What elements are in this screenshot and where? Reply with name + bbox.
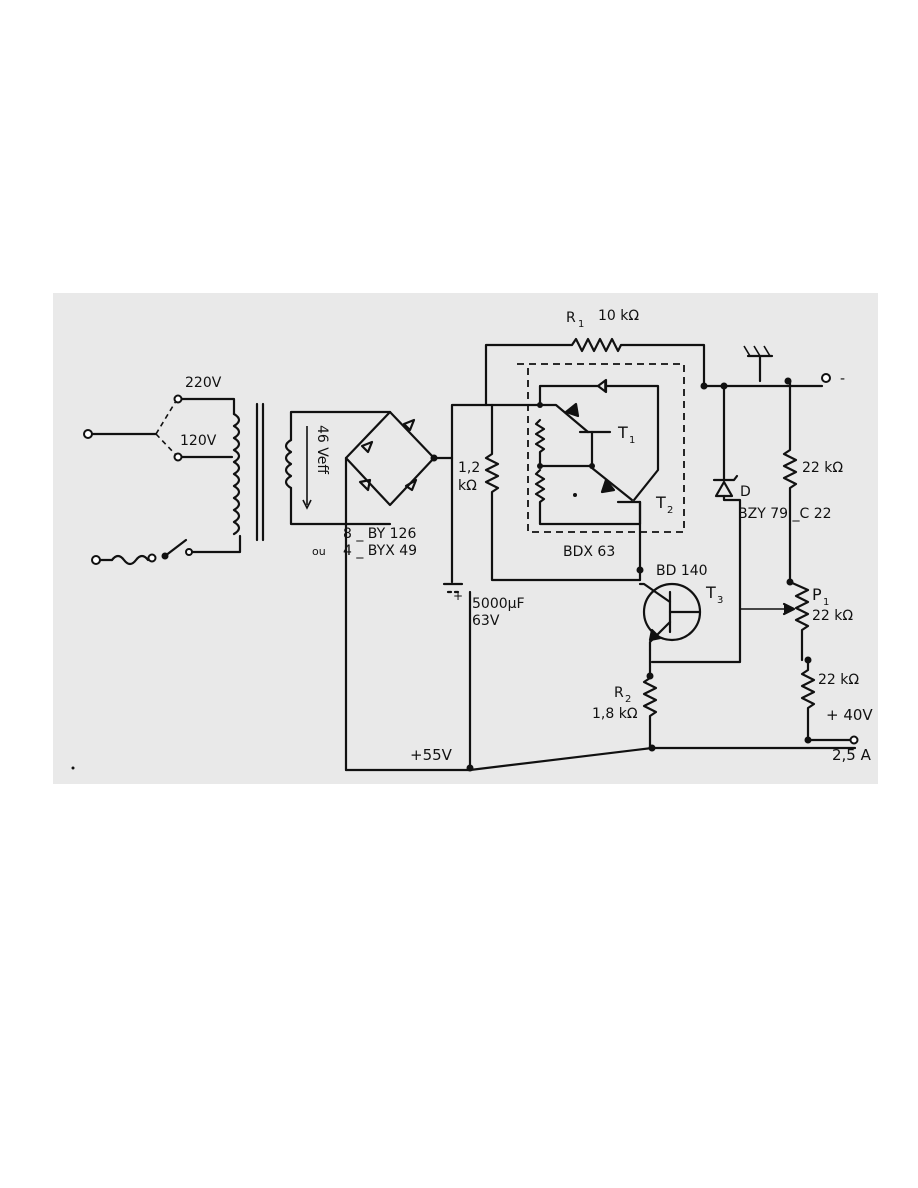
output-terminal-negative: [821, 373, 831, 383]
svg-text:+: +: [453, 589, 463, 603]
transformer-primary: [232, 412, 241, 536]
tap-120v: [173, 452, 183, 462]
label-r1-value: 10 kΩ: [598, 308, 639, 324]
label-22k-top: 22 kΩ: [802, 460, 843, 476]
label-2-5a: 2,5 A: [832, 746, 872, 764]
transistor-t1: [538, 403, 590, 434]
label-t3: T: [705, 583, 716, 602]
label-p1: P: [812, 585, 822, 604]
tap-220v: [173, 394, 183, 404]
label-p1-value: 22 kΩ: [812, 608, 853, 624]
ground-icon: [743, 345, 771, 357]
main-rails: + 5000μF 63V +55V: [344, 403, 857, 772]
label-bd140: BD 140: [656, 563, 708, 579]
resistor-r1: [484, 337, 706, 407]
label-bdx63: BDX 63: [563, 544, 615, 560]
resistor-1k2: [484, 403, 642, 582]
resistor-r2: R 2 1,8 kΩ: [592, 648, 658, 750]
label-minus: -: [840, 371, 845, 387]
bridge-diode-3: [358, 478, 372, 492]
bias-resistors: R 1 10 kΩ 1,2 kΩ: [458, 308, 706, 582]
label-rect-by126: 8 _ BY 126: [343, 526, 416, 542]
transformer-secondary: [284, 438, 293, 490]
label-46veff: 46 Veff: [314, 425, 330, 474]
label-22k-bottom: 22 kΩ: [818, 672, 859, 688]
resistor-22k-bottom: [800, 658, 816, 742]
output-terminal-positive: [849, 735, 859, 745]
bridge-diode-2: [402, 418, 416, 432]
mains-input: 220V 120V 46 Veff: [83, 375, 392, 566]
bridge-rectifier: 8 _ BY 126 ou 4 _ BYX 49: [312, 410, 454, 772]
label-rect-byx49: 4 _ BYX 49: [343, 543, 417, 559]
svg-text:3: 3: [717, 595, 723, 606]
bridge-diode-1: [360, 440, 374, 454]
label-1k2-unit: kΩ: [458, 478, 477, 494]
label-r1: R: [566, 310, 576, 326]
label-1k2-value: 1,2: [458, 460, 480, 476]
label-ou: ou: [312, 545, 326, 558]
svg-text:2: 2: [667, 505, 673, 516]
label-t2: T: [655, 493, 666, 512]
label-cap-63v: 63V: [472, 613, 500, 629]
label-zener-d: D: [740, 484, 751, 500]
label-cap-5000uf: 5000μF: [472, 596, 525, 612]
mains-terminal-top: [83, 429, 93, 439]
zener-diode: D BZY 79 _C 22: [650, 384, 832, 664]
svg-text:1: 1: [578, 319, 584, 330]
resistor-22k-top: [782, 379, 798, 582]
output-rail: -: [700, 345, 845, 390]
bridge-diode-4: [404, 478, 418, 492]
voltage-divider: 22 kΩ P 1 22 kΩ 22 kΩ + 40V 2,5 A: [782, 379, 873, 764]
label-zener-type: BZY 79 _C 22: [738, 506, 832, 522]
svg-text:2: 2: [625, 694, 631, 705]
mains-switch: [163, 538, 188, 558]
zener-diode-symbol: [714, 480, 734, 498]
svg-text:1: 1: [823, 597, 829, 608]
transistor-t2: [600, 478, 616, 494]
bdx63-outline-outer: [517, 363, 685, 533]
potentiometer-p1: [788, 580, 810, 662]
darlington-bdx63: T 1 T 2 BDX 63: [517, 363, 685, 582]
fuse: [110, 554, 150, 566]
mains-terminal-bottom: [91, 555, 101, 565]
label-220v: 220V: [185, 375, 222, 391]
label-t1: T: [617, 423, 628, 442]
label-r2-value: 1,8 kΩ: [592, 706, 638, 722]
transistor-t3-bd140: BD 140 T 3: [638, 563, 796, 652]
label-120v: 120V: [180, 433, 217, 449]
label-r2: R: [614, 685, 624, 701]
svg-text:1: 1: [629, 435, 635, 446]
label-plus-40v: + 40V: [826, 706, 873, 724]
label-plus-55v: +55V: [410, 746, 453, 764]
